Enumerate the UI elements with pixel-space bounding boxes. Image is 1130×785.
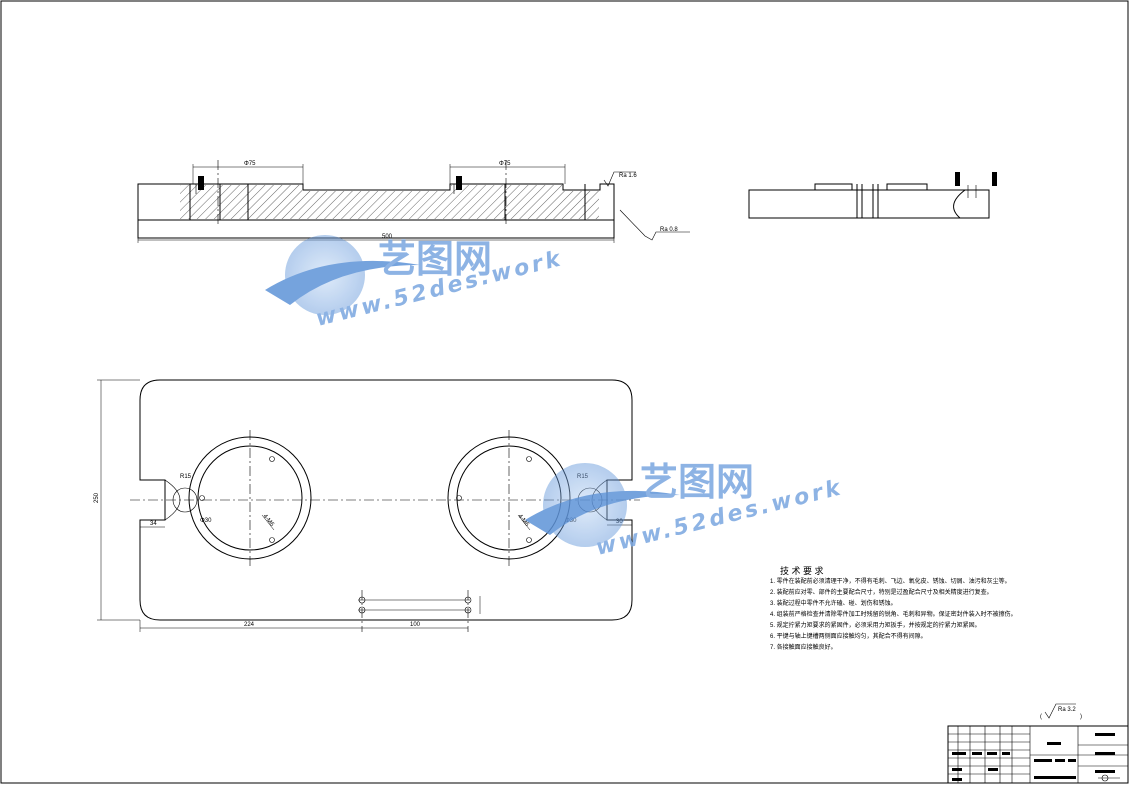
dim-left-dia: Φ75 [244, 161, 256, 167]
roughness-top-symbol [603, 171, 636, 187]
side-hatch [953, 189, 990, 219]
watermark-brand-2: 艺图网 [640, 460, 754, 504]
plan-view: 4-M6 4-M6 R15 R15 Φ30 Φ30 34 30 250 224 … [94, 379, 640, 632]
tech-item-3: 3. 装配过程中零件不允许磕、碰、划伤和锈蚀。 [770, 599, 897, 607]
bore-left-inner [197, 445, 303, 551]
dim-right-dia: Φ75 [499, 161, 511, 167]
roughness-side: Ra 0.8 [660, 227, 678, 233]
watermark-1: 艺图网 www.52des.work [265, 235, 565, 332]
dim-hole-left: 4-M6 [261, 513, 275, 528]
section-view: Φ75 Φ75 500 Ra 1.6 Ra 0.8 [137, 160, 690, 243]
tech-item-1: 1. 零件在装配前必须清理干净，不得有毛刺、飞边、氧化皮、锈蚀、切屑、油污和灰尘… [770, 577, 1011, 585]
tech-item-2: 2. 装配前应对零、部件的主要配合尺寸，特别是过盈配合尺寸及相关精度进行复查。 [770, 588, 993, 596]
title-block [947, 725, 1129, 784]
svg-text:(: ( [1040, 714, 1042, 720]
section-base [137, 219, 615, 239]
roughness-note-text: Ra 3.2 [1058, 707, 1076, 713]
dim-height: 250 [94, 492, 100, 503]
dim-r-left: R15 [180, 474, 192, 480]
tech-heading: 技 术 要 求 [780, 565, 824, 576]
svg-text:): ) [1080, 714, 1082, 720]
thread-mark-left [198, 176, 204, 190]
section-hatch [180, 185, 599, 219]
dim-bottom-left: 224 [244, 622, 255, 628]
watermark-brand-1: 艺图网 [378, 237, 492, 281]
side-view [748, 172, 997, 219]
plan-outline [139, 379, 633, 621]
tech-item-7: 7. 各接触面应接触良好。 [770, 643, 837, 651]
side-body [748, 189, 990, 219]
dim-bottom-mid: 100 [410, 622, 421, 628]
roughness-side-symbol [619, 209, 690, 241]
tech-item-5: 5. 规定拧紧力矩要求的紧固件，必须采用力矩扳手，并按规定的拧紧力矩紧固。 [770, 621, 981, 629]
tech-requirements: 技 术 要 求 1. 零件在装配前必须清理干净，不得有毛刺、飞边、氧化皮、锈蚀、… [770, 565, 1017, 651]
thread-mark-right [456, 176, 462, 190]
roughness-top: Ra 1.6 [619, 173, 637, 179]
dim-dia-left: Φ30 [200, 518, 212, 524]
watermark-2: 艺图网 www.52des.work [525, 460, 845, 561]
dim-total-length: 500 [382, 234, 393, 240]
tech-item-4: 4. 组装前严格检查并清除零件加工时残留的锐角、毛刺和异物。保证密封件装入时不被… [770, 610, 1017, 618]
roughness-note: ( Ra 3.2 ) [1040, 703, 1082, 720]
tech-item-6: 6. 平键与轴上键槽两侧面应接触均匀，其配合不得有间隙。 [770, 632, 927, 640]
dim-slot-left: 34 [150, 521, 157, 527]
